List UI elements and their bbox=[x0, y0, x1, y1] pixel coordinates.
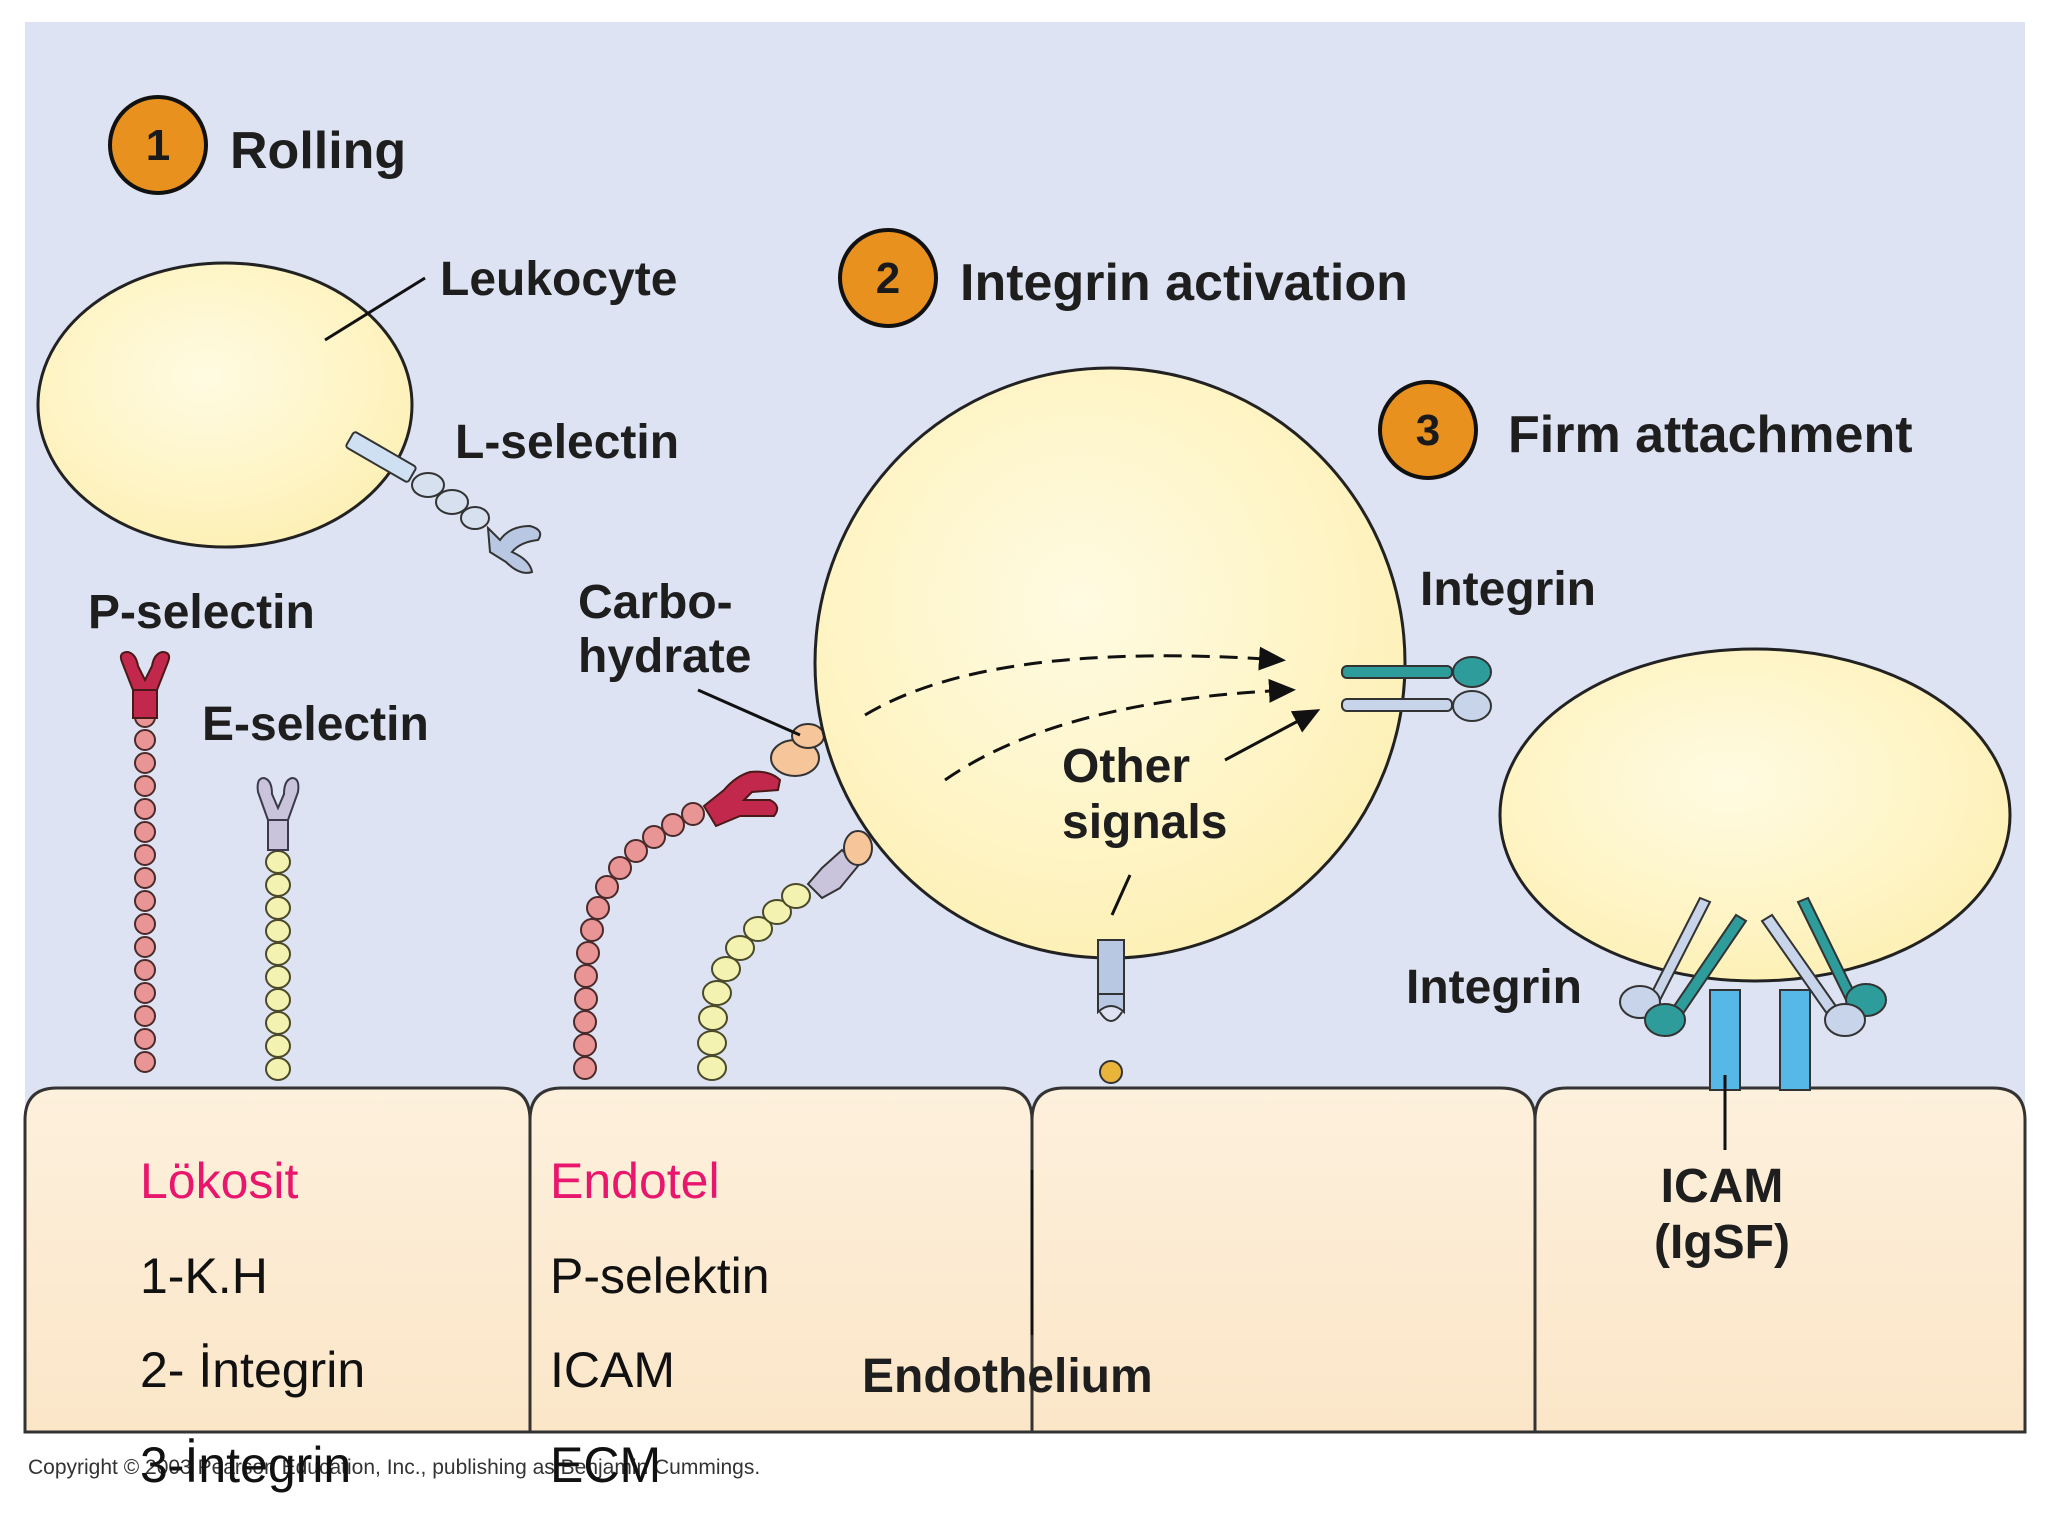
leukocyte-label: Leukocyte bbox=[440, 253, 677, 306]
overlay-col1-item-3: 3-İntegrin bbox=[140, 1437, 351, 1493]
l-selectin-label: L-selectin bbox=[455, 416, 679, 469]
overlay-col2-item-2: ICAM bbox=[550, 1342, 675, 1398]
overlay-col1-header: Lökosit bbox=[140, 1153, 299, 1209]
leukocyte-cell-rolling bbox=[36, 261, 414, 549]
chemokine-receptor bbox=[1097, 939, 1125, 1084]
step-badge-3: 3 bbox=[1378, 380, 1478, 480]
carbohydrate-label-line1: Carbo- bbox=[578, 576, 733, 629]
svg-text:2: 2 bbox=[876, 254, 900, 303]
p-selectin-molecule bbox=[119, 650, 171, 1073]
copyright-text: Copyright © 2003 Pearson Education, Inc.… bbox=[28, 1456, 760, 1479]
other-signals-pointer bbox=[1110, 874, 1132, 916]
step-badge-1: 1 bbox=[108, 95, 208, 195]
signal-arrow-2 bbox=[944, 678, 1296, 782]
p-selectin-label: P-selectin bbox=[88, 586, 315, 639]
leukocyte-cell-attached bbox=[1498, 647, 2012, 983]
carbohydrate-pointer bbox=[697, 688, 801, 737]
overlay-col2-item-1: P-selektin bbox=[550, 1248, 770, 1304]
e-selectin-label: E-selectin bbox=[202, 698, 429, 751]
activated-integrins bbox=[1341, 656, 1492, 722]
icam-molecules bbox=[1709, 989, 1811, 1150]
overlay-col2-header: Endotel bbox=[550, 1153, 720, 1209]
step-3-label: Firm attachment bbox=[1508, 406, 1913, 464]
svg-text:1: 1 bbox=[146, 121, 170, 170]
overlay-col2-item-3: ECM bbox=[550, 1437, 661, 1493]
attached-integrins bbox=[1619, 896, 1887, 1037]
overlay-col1-item-2: 2- İntegrin bbox=[140, 1342, 365, 1398]
overlay-col1-item-1: 1-K.H bbox=[140, 1248, 268, 1304]
endothelial-cell-4 bbox=[1533, 1086, 2027, 1434]
other-signals-label-line1: Other bbox=[1062, 740, 1190, 793]
l-selectin-molecule bbox=[345, 431, 542, 574]
signal-arrow-1 bbox=[864, 646, 1286, 717]
icam-label-line2: (IgSF) bbox=[1654, 1216, 1790, 1269]
integrin-label-bottom: Integrin bbox=[1406, 961, 1582, 1014]
endothelium-cells bbox=[23, 1086, 2027, 1434]
e-selectin-bound-chain bbox=[697, 830, 873, 1081]
other-signals-label-line2: signals bbox=[1062, 796, 1227, 849]
step-badge-2: 2 bbox=[838, 228, 938, 328]
p-selectin-bound-chain bbox=[573, 723, 825, 1080]
icam-label-line1: ICAM bbox=[1661, 1160, 1784, 1213]
step-2-label: Integrin activation bbox=[960, 254, 1408, 312]
e-selectin-molecule bbox=[256, 776, 300, 1081]
endothelium-label: Endothelium bbox=[862, 1350, 1153, 1403]
integrin-label-top: Integrin bbox=[1420, 563, 1596, 616]
carbohydrate-label-line2: hydrate bbox=[578, 630, 751, 683]
step-1-label: Rolling bbox=[230, 122, 406, 180]
leukocyte-pointer bbox=[324, 276, 426, 342]
leukocyte-cell-activating bbox=[813, 366, 1407, 960]
other-signals-arrow bbox=[1224, 709, 1321, 762]
svg-text:3: 3 bbox=[1416, 406, 1440, 455]
